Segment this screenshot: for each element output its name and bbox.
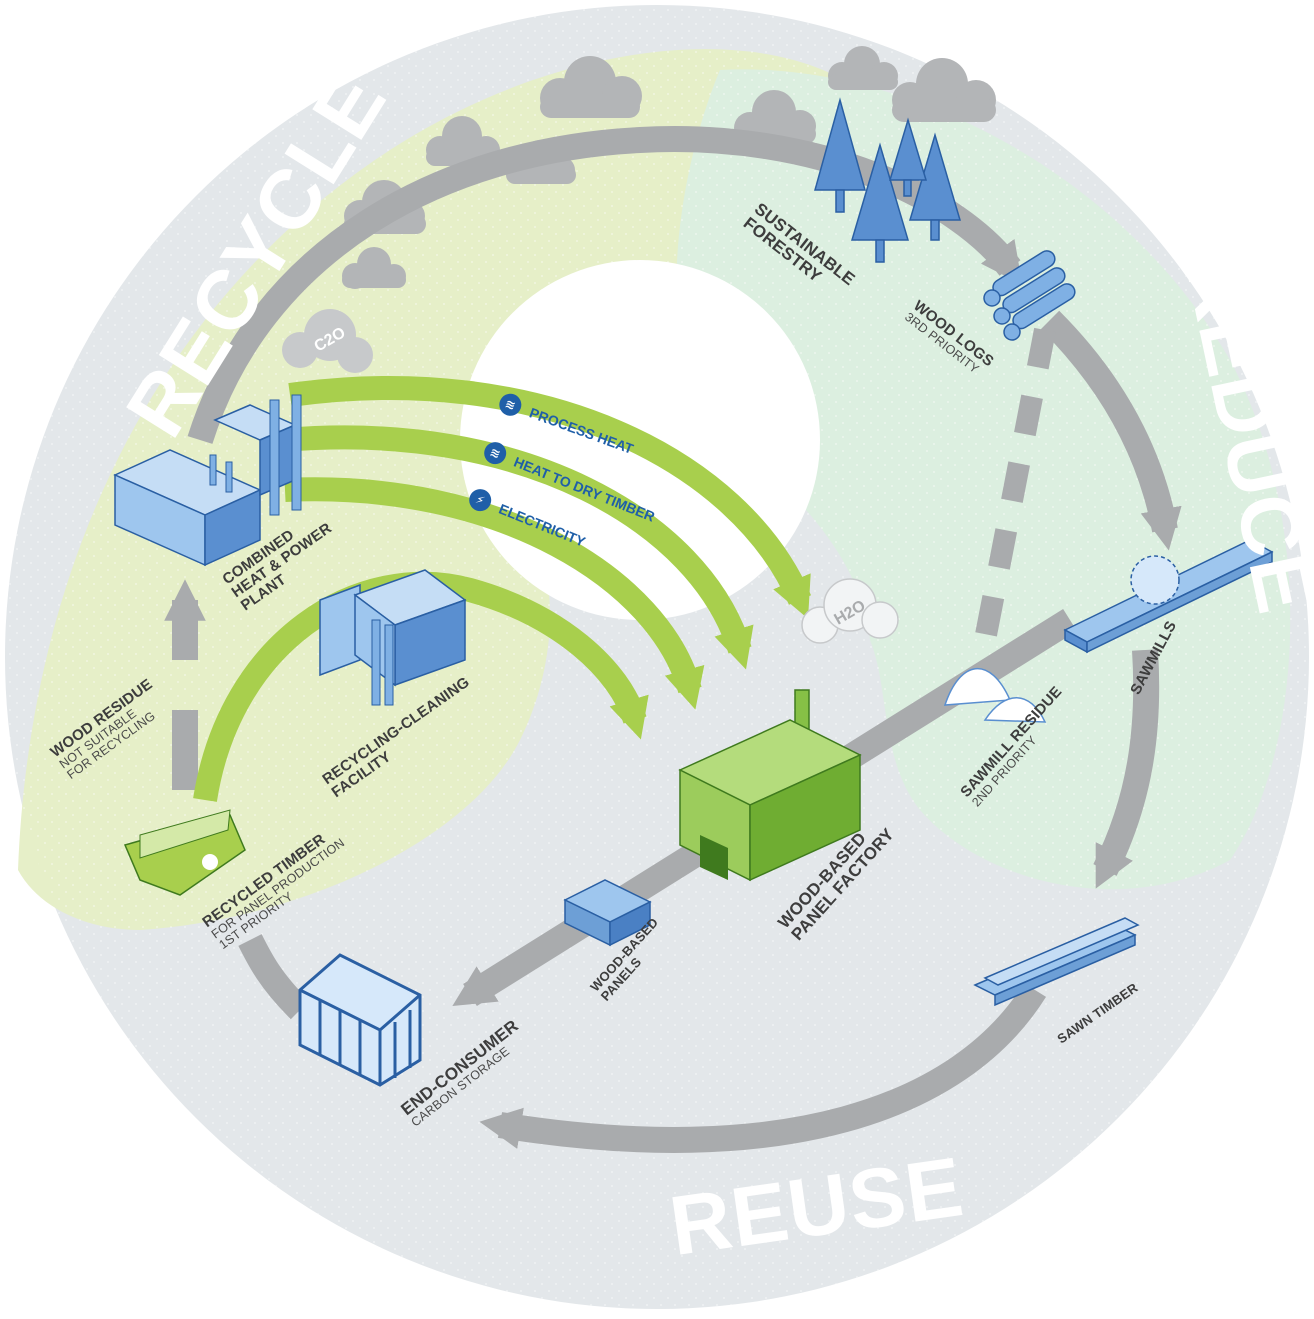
wood-based-panels-icon bbox=[563, 879, 652, 947]
cloud-icon bbox=[540, 56, 642, 118]
flow-timber-to-consumer bbox=[479, 983, 1047, 1153]
flow-logs-to-sawmills bbox=[1040, 310, 1182, 551]
tree-icon bbox=[888, 117, 928, 197]
cloud-icon bbox=[342, 247, 406, 289]
h2o-steam bbox=[801, 578, 899, 644]
sawmill-icon bbox=[1063, 539, 1274, 654]
energy-electricity-arrow bbox=[284, 477, 705, 710]
tree-icon bbox=[814, 97, 866, 213]
flow-logs-to-residue-dashed bbox=[974, 327, 1056, 643]
sawmill-residue-icon bbox=[943, 668, 1047, 723]
tree-icon bbox=[850, 142, 910, 263]
cloud-icon bbox=[828, 46, 898, 90]
panel-factory-icon bbox=[678, 689, 862, 882]
zone-backgrounds bbox=[5, 5, 1309, 1309]
wood-logs-icon bbox=[983, 250, 1076, 341]
recycling-facility-icon bbox=[319, 569, 467, 706]
recycle-bin-icon bbox=[123, 809, 246, 896]
recycle-icon bbox=[202, 854, 218, 870]
co2-smoke bbox=[282, 309, 373, 373]
house-frame-icon bbox=[298, 953, 422, 1087]
flow-sawmills-to-timber bbox=[1093, 649, 1160, 889]
cloud-icon bbox=[892, 58, 996, 122]
dot-texture bbox=[5, 5, 1309, 1309]
flow-consumer-to-recycled bbox=[238, 934, 310, 1020]
energy-process-heat-arrow bbox=[288, 376, 812, 619]
forest-icon bbox=[814, 97, 962, 263]
chp-plant-icon bbox=[113, 394, 302, 567]
energy-heat-dry-arrow bbox=[283, 425, 754, 670]
sawn-timber-icon bbox=[973, 917, 1140, 1007]
